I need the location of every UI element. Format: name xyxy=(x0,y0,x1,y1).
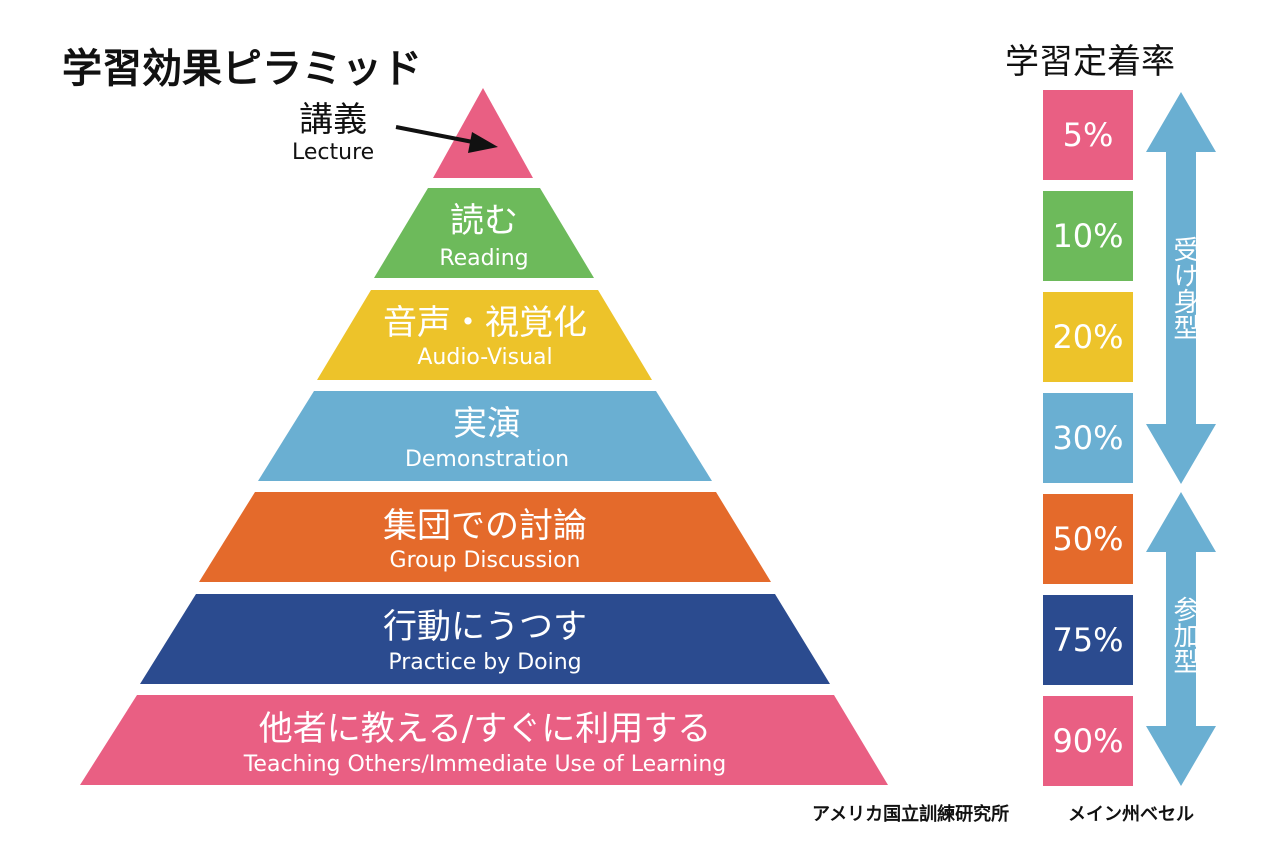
page-title: 学習効果ピラミッド xyxy=(62,46,422,92)
pyramid-layer-group-discussion xyxy=(199,492,771,582)
retention-rate-group-discussion: 50% xyxy=(1043,494,1133,584)
layer-label-jp: 読む xyxy=(450,201,518,241)
lecture-label: 講義 Lecture xyxy=(292,100,374,166)
active-learning-arrow xyxy=(1146,492,1216,786)
retention-rate-lecture: 5% xyxy=(1043,90,1133,180)
retention-rate-audio-visual: 20% xyxy=(1043,292,1133,382)
pyramid-layer-teaching-others xyxy=(80,695,888,785)
lecture-pointer-arrow xyxy=(395,125,479,145)
pyramid-top-lecture xyxy=(433,88,533,178)
lecture-label-jp: 講義 xyxy=(299,100,368,140)
passive-learning-arrow xyxy=(1146,92,1216,484)
pyramid-layer-practice-by-doing xyxy=(140,594,830,684)
retention-rate-practice-by-doing: 75% xyxy=(1043,595,1133,685)
passive-type-label: 受け身型 xyxy=(1169,236,1199,340)
source-organization: アメリカ国立訓練研究所 xyxy=(812,804,1010,825)
retention-rate-demonstration: 30% xyxy=(1043,393,1133,483)
layer-label-en: Group Discussion xyxy=(390,548,581,573)
pyramid-layer-audio-visual xyxy=(317,290,652,380)
layer-label-en: Audio-Visual xyxy=(417,345,552,370)
retention-rate-reading: 10% xyxy=(1043,191,1133,281)
pyramid-layer-demonstration xyxy=(258,391,712,481)
source-location: メイン州ベセル xyxy=(1068,804,1194,825)
active-type-label: 参加型 xyxy=(1169,596,1199,674)
retention-rate-teaching-others: 90% xyxy=(1043,696,1133,786)
layer-label-jp: 実演 xyxy=(453,404,521,444)
layer-label-en: Practice by Doing xyxy=(388,650,581,675)
pyramid-layer-reading xyxy=(374,188,594,278)
layer-label-jp: 集団での討論 xyxy=(383,506,587,546)
lecture-pointer-arrowhead xyxy=(468,132,498,153)
layer-label-en: Teaching Others/Immediate Use of Learnin… xyxy=(243,752,727,777)
layer-label-jp: 音声・視覚化 xyxy=(383,303,587,343)
layer-label-jp: 行動にうつす xyxy=(383,607,587,647)
layer-label-jp: 他者に教える/すぐに利用する xyxy=(259,709,711,749)
retention-rate-title: 学習定着率 xyxy=(1005,42,1175,82)
layer-label-en: Reading xyxy=(439,246,528,271)
lecture-label-en: Lecture xyxy=(292,140,375,165)
layer-label-en: Demonstration xyxy=(405,447,569,472)
